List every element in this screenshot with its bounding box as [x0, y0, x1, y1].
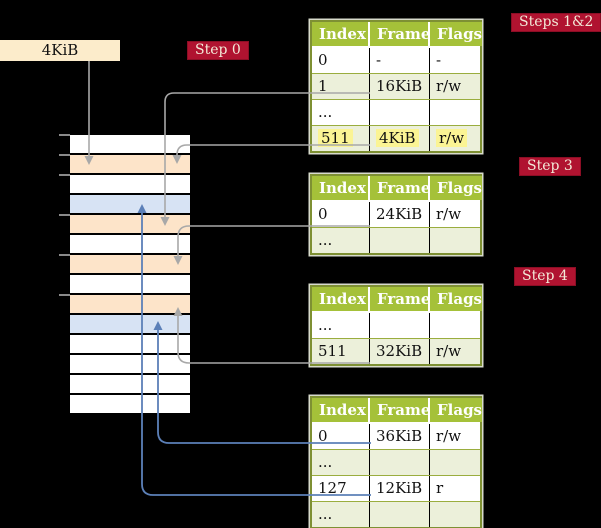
index-cell: ... [312, 228, 370, 253]
badge-step0: Step 0 [187, 41, 249, 60]
flags-cell: r/w [436, 342, 462, 360]
frame-cell: - [370, 48, 430, 73]
address-tick [59, 154, 70, 156]
memory-frame [70, 395, 190, 413]
column-header-flags: Flags [430, 22, 482, 46]
memory-frame [70, 315, 190, 333]
frame-cell: 4KiB [370, 126, 430, 151]
table-row: 0 36KiB r/w [312, 424, 480, 449]
frame-cell [370, 502, 430, 527]
index-cell: 511 [312, 339, 370, 364]
address-tick [59, 294, 70, 296]
index-cell: 1 [312, 74, 370, 99]
column-header-frame: Frame [370, 287, 430, 311]
flags-cell [430, 502, 480, 527]
column-header-index: Index [312, 22, 370, 46]
flags-cell: r/w [430, 126, 480, 151]
table-row: 0 24KiB r/w [312, 202, 480, 227]
flags-cell [430, 313, 480, 338]
column-header-frame: Frame [370, 398, 430, 422]
address-tick [59, 214, 70, 216]
flags-cell [430, 228, 480, 253]
badge-step3: Step 3 [519, 157, 581, 176]
table-row: 127 12KiB r [312, 475, 480, 501]
index-cell: 511 [312, 126, 370, 151]
index-cell: ... [312, 450, 370, 475]
table-row: ... [312, 501, 480, 527]
leaf-page-table: Index Frame Flags 0 36KiB r/w ... 127 12… [310, 396, 482, 528]
memory-frame [70, 175, 190, 193]
flags-cell: r/w [436, 205, 462, 223]
table-header-row: Index Frame Flags [312, 398, 482, 424]
column-header-index: Index [312, 176, 370, 200]
memory-frame [70, 255, 190, 273]
memory-frame [70, 335, 190, 353]
address-tick [59, 134, 70, 136]
memory-frame [70, 215, 190, 233]
table-row: 1 16KiB r/w [312, 73, 480, 99]
badge-steps12: Steps 1&2 [511, 13, 601, 32]
index-cell: 0 [312, 424, 370, 449]
index-cell: 127 [312, 476, 370, 501]
table-row: ... [312, 99, 480, 125]
root-page-table: Index Frame Flags 0 - - 1 16KiB r/w ... … [310, 20, 482, 153]
table-header-row: Index Frame Flags [312, 22, 482, 48]
badge-step4: Step 4 [514, 267, 576, 286]
column-header-flags: Flags [430, 176, 482, 200]
table-header-row: Index Frame Flags [312, 287, 482, 313]
flags-cell: r/w [436, 427, 462, 445]
memory-frame [70, 235, 190, 253]
column-header-flags: Flags [430, 398, 482, 422]
frame-cell [370, 228, 430, 253]
memory-frame [70, 295, 190, 313]
index-cell: 0 [312, 202, 370, 227]
memory-frame [70, 135, 190, 153]
root-frame-box: 4KiB [0, 40, 120, 61]
table-row-highlighted: 511 4KiB r/w [312, 125, 480, 151]
table-row: ... [312, 313, 480, 338]
address-tick [59, 254, 70, 256]
flags-cell: - [436, 51, 442, 69]
table-row: ... [312, 227, 480, 253]
memory-frame [70, 355, 190, 373]
table-row: 511 32KiB r/w [312, 338, 480, 364]
frame-cell: 36KiB [370, 424, 430, 449]
index-cell: ... [312, 313, 370, 338]
table-row: 0 - - [312, 48, 480, 73]
table-header-row: Index Frame Flags [312, 176, 482, 202]
flags-cell [430, 100, 480, 125]
step3-page-table: Index Frame Flags 0 24KiB r/w ... [310, 174, 482, 255]
memory-frame [70, 155, 190, 173]
index-cell: ... [312, 502, 370, 527]
memory-frame [70, 375, 190, 393]
index-cell: ... [312, 100, 370, 125]
column-header-frame: Frame [370, 22, 430, 46]
column-header-frame: Frame [370, 176, 430, 200]
memory-frame [70, 195, 190, 213]
frame-cell: 12KiB [370, 476, 430, 501]
memory-frame [70, 275, 190, 293]
column-header-flags: Flags [430, 287, 482, 311]
flags-cell [430, 450, 480, 475]
step4-page-table: Index Frame Flags ... 511 32KiB r/w [310, 285, 482, 366]
table-row: ... [312, 449, 480, 475]
frame-cell [370, 100, 430, 125]
column-header-index: Index [312, 287, 370, 311]
flags-cell: r/w [436, 77, 462, 95]
address-tick [59, 174, 70, 176]
frame-cell: 32KiB [370, 339, 430, 364]
index-cell: 0 [312, 48, 370, 73]
frame-cell: 24KiB [370, 202, 430, 227]
frame-cell [370, 450, 430, 475]
frame-cell: 16KiB [370, 74, 430, 99]
physical-memory-column [70, 135, 190, 415]
column-header-index: Index [312, 398, 370, 422]
flags-cell: r [436, 479, 444, 497]
frame-cell [370, 313, 430, 338]
